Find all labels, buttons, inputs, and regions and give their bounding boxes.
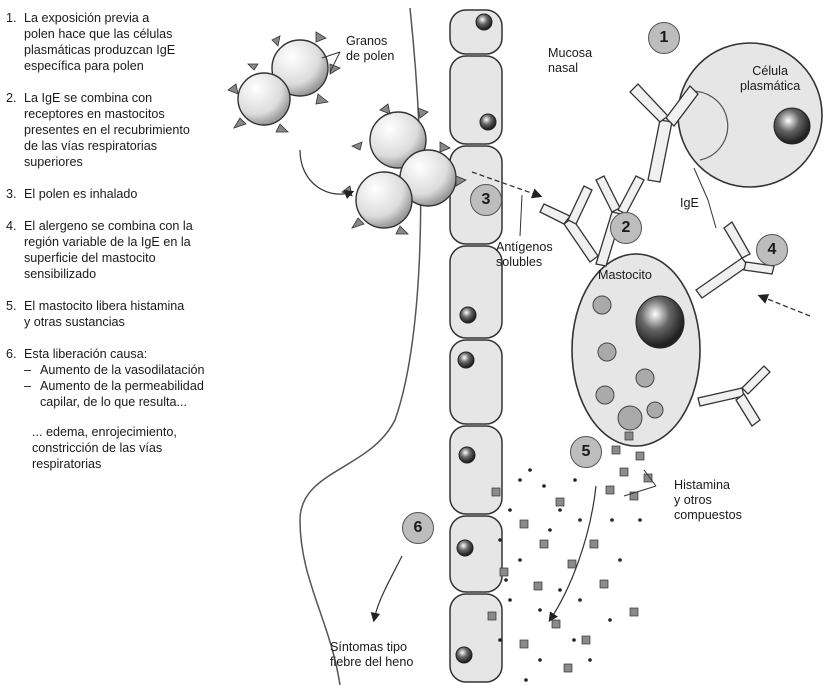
label-mucosa: Mucosa nasal <box>548 46 592 76</box>
ige-pointer-2 <box>708 200 716 228</box>
step-text: La exposición previa a polen hace que la… <box>24 10 175 74</box>
histamine-dots <box>498 468 642 682</box>
histamine-pointer-2 <box>624 486 656 496</box>
steps-list: 1. La exposición previa a polen hace que… <box>6 10 291 472</box>
step-1: 1. La exposición previa a polen hace que… <box>6 10 291 74</box>
inhale-arrow <box>300 150 352 194</box>
step-5: 5. El mastocito libera histamina y otras… <box>6 298 291 330</box>
step-6-result: ... edema, enrojecimiento, constricción … <box>6 424 291 472</box>
epithelial-cells <box>450 10 502 682</box>
step-6-effect-1: – Aumento de la vasodilatación <box>6 362 291 378</box>
label-symptoms: Síntomas tipo fiebre del heno <box>330 640 413 670</box>
symptom-arrow <box>374 556 402 620</box>
step-badge-2: 2 <box>610 212 642 244</box>
step-number: 1. <box>6 10 24 74</box>
effect-text: Aumento de la permeabilidad capilar, de … <box>40 378 204 410</box>
tissue-outline <box>300 8 421 685</box>
allergen-arrow <box>760 296 810 316</box>
step-text: Esta liberación causa: <box>24 346 147 362</box>
label-antigens: Antígenos solubles <box>496 240 553 270</box>
step-4: 4. El alergeno se combina con la región … <box>6 218 291 282</box>
step-text: La IgE se combina con receptores en mast… <box>24 90 190 170</box>
step-3: 3. El polen es inhalado <box>6 186 291 202</box>
step-number: 3. <box>6 186 24 202</box>
step-number: 5. <box>6 298 24 330</box>
step-6: 6. Esta liberación causa: <box>6 346 291 362</box>
label-mast-cell: Mastocito <box>598 268 652 283</box>
step-badge-6: 6 <box>402 512 434 544</box>
label-histamine: Histamina y otros compuestos <box>674 478 742 523</box>
step-2: 2. La IgE se combina con receptores en m… <box>6 90 291 170</box>
pollen-cluster-inhaled <box>342 104 466 234</box>
step-text: El mastocito libera histamina y otras su… <box>24 298 184 330</box>
step-badge-1: 1 <box>648 22 680 54</box>
label-pollen: Granos de polen <box>346 34 394 64</box>
step-text: El alergeno se combina con la región var… <box>24 218 193 282</box>
label-ige: IgE <box>680 196 699 211</box>
dash-marker: – <box>24 378 40 410</box>
dash-marker: – <box>24 362 40 378</box>
step-text: El polen es inhalado <box>24 186 137 202</box>
step-badge-4: 4 <box>756 234 788 266</box>
step-number: 4. <box>6 218 24 282</box>
step-badge-5: 5 <box>570 436 602 468</box>
effect-text: Aumento de la vasodilatación <box>40 362 205 378</box>
step-number: 2. <box>6 90 24 170</box>
step-badge-3: 3 <box>470 184 502 216</box>
antigen-pointer <box>520 195 522 236</box>
step-6-effect-2: – Aumento de la permeabilidad capilar, d… <box>6 378 291 410</box>
histamine-particles <box>488 432 652 672</box>
step-number: 6. <box>6 346 24 362</box>
label-plasma-cell: Célula plasmática <box>740 64 800 94</box>
